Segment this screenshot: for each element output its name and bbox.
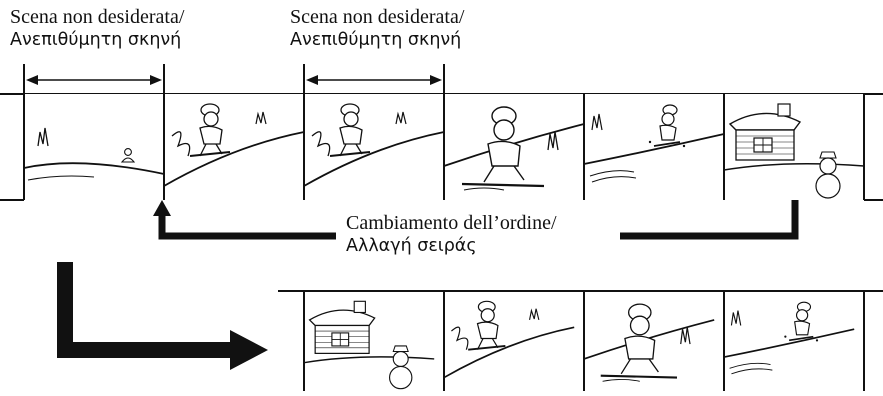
top-frame-5: [583, 93, 725, 205]
order-change-label: Cambiamento dell’ordine/ Αλλαγή σειράς: [346, 212, 557, 257]
bottom-frame-1: [303, 291, 435, 395]
top-frame-1: [23, 93, 165, 205]
unwanted-scene-label-1: Scena non desiderata/ Ανεπιθύμητη σκηνή: [10, 6, 184, 51]
top-film-strip: [0, 92, 883, 206]
label-italian: Scena non desiderata/: [290, 6, 465, 28]
result-arrow: [57, 262, 268, 370]
top-frame-4: [442, 92, 586, 206]
label-greek: Ανεπιθύμητη σκηνή: [290, 30, 462, 50]
label-greek: Αλλαγή σειράς: [346, 236, 477, 256]
order-change-arrow: [153, 200, 799, 240]
label-greek: Ανεπιθύμητη σκηνή: [10, 30, 182, 50]
label-italian: Cambiamento dell’ordine/: [346, 212, 557, 234]
top-frame-2: [163, 93, 305, 205]
bottom-frame-3: [582, 290, 716, 396]
label-italian: Scena non desiderata/: [10, 6, 185, 28]
unwanted-scene-label-2: Scena non desiderata/ Ανεπιθύμητη σκηνή: [290, 6, 464, 51]
bottom-frame-4: [723, 291, 856, 396]
top-frame-3: [303, 93, 445, 205]
bottom-frame-2: [443, 291, 576, 396]
span-marker-1: [23, 64, 165, 94]
bottom-film-strip: [278, 290, 883, 396]
top-frame-6: [723, 93, 865, 205]
span-marker-2: [303, 64, 445, 94]
